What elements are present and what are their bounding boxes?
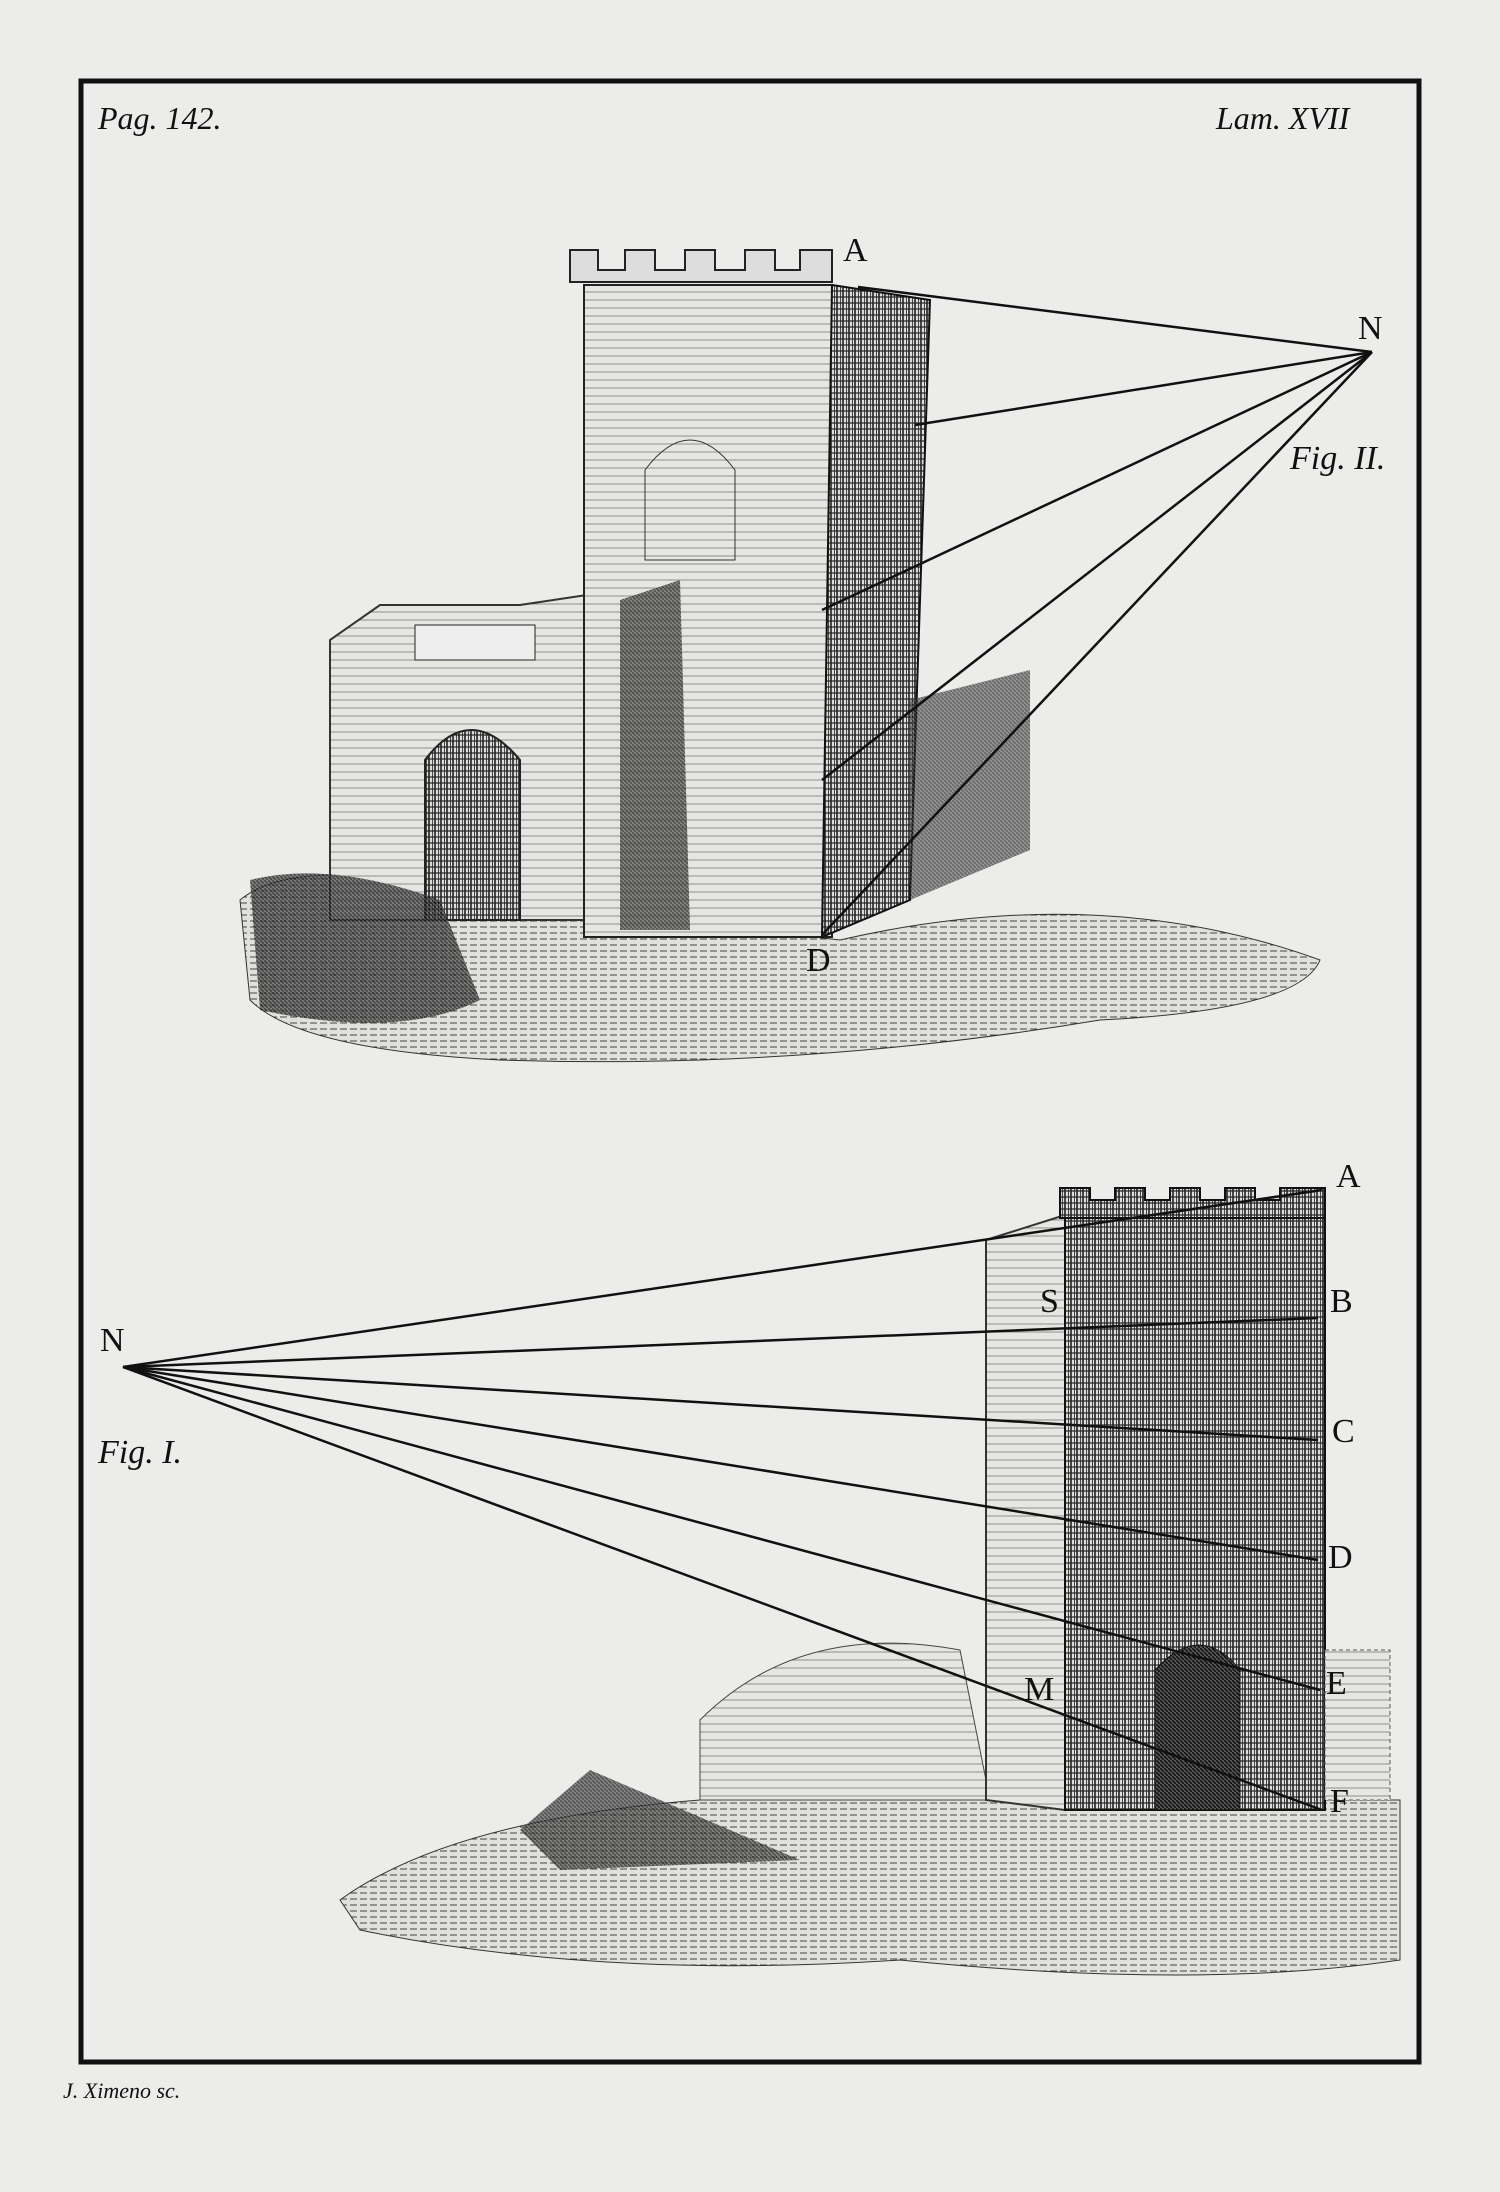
fig2-window-arch — [644, 439, 736, 561]
fig1-label-d: D — [1328, 1539, 1353, 1576]
plate-number: Lam. XVII — [1216, 100, 1350, 136]
fig1-ruin-right — [1324, 1649, 1391, 1801]
fig2-rocks — [250, 873, 480, 1023]
fig1-title: Fig. I. — [98, 1434, 183, 1471]
fig1-doorway — [1154, 1644, 1241, 1811]
page-number: Pag. 142. — [98, 100, 222, 136]
engraver-signature: J. Ximeno sc. — [63, 2078, 181, 2103]
fig2-title: Fig. II. — [1290, 440, 1386, 477]
fig2-label-n: N — [1358, 310, 1383, 347]
fig1-sight-lines — [122, 1188, 1323, 1812]
fig1-label-a: A — [1336, 1158, 1361, 1195]
fig1-drawing — [122, 1187, 1401, 1976]
fig2-drawing — [239, 249, 1373, 1063]
fig1-label-f: F — [1330, 1783, 1349, 1820]
fig2-label-d: D — [806, 942, 831, 979]
fig1-label-e: E — [1326, 1665, 1347, 1702]
fig1-hills — [699, 1642, 991, 1801]
fig2-battlements — [569, 249, 833, 283]
fig2-inscription — [414, 624, 536, 661]
fig1-label-s: S — [1040, 1283, 1059, 1320]
fig2-archway — [424, 729, 521, 921]
fig1-label-n: N — [100, 1322, 125, 1359]
fig2-sight-lines — [821, 285, 1373, 936]
fig1-label-c: C — [1332, 1413, 1355, 1450]
fig2-front-building-shadow — [620, 580, 690, 930]
fig1-ground — [339, 1799, 1401, 1976]
fig1-shed — [520, 1770, 800, 1870]
fig2-aqueduct — [910, 670, 1030, 900]
fig1-battlements — [1059, 1187, 1326, 1219]
fig1-label-m: M — [1024, 1671, 1055, 1708]
plate-border — [78, 78, 1422, 2065]
fig2-label-a: A — [843, 232, 868, 269]
fig1-label-b: B — [1330, 1283, 1353, 1320]
